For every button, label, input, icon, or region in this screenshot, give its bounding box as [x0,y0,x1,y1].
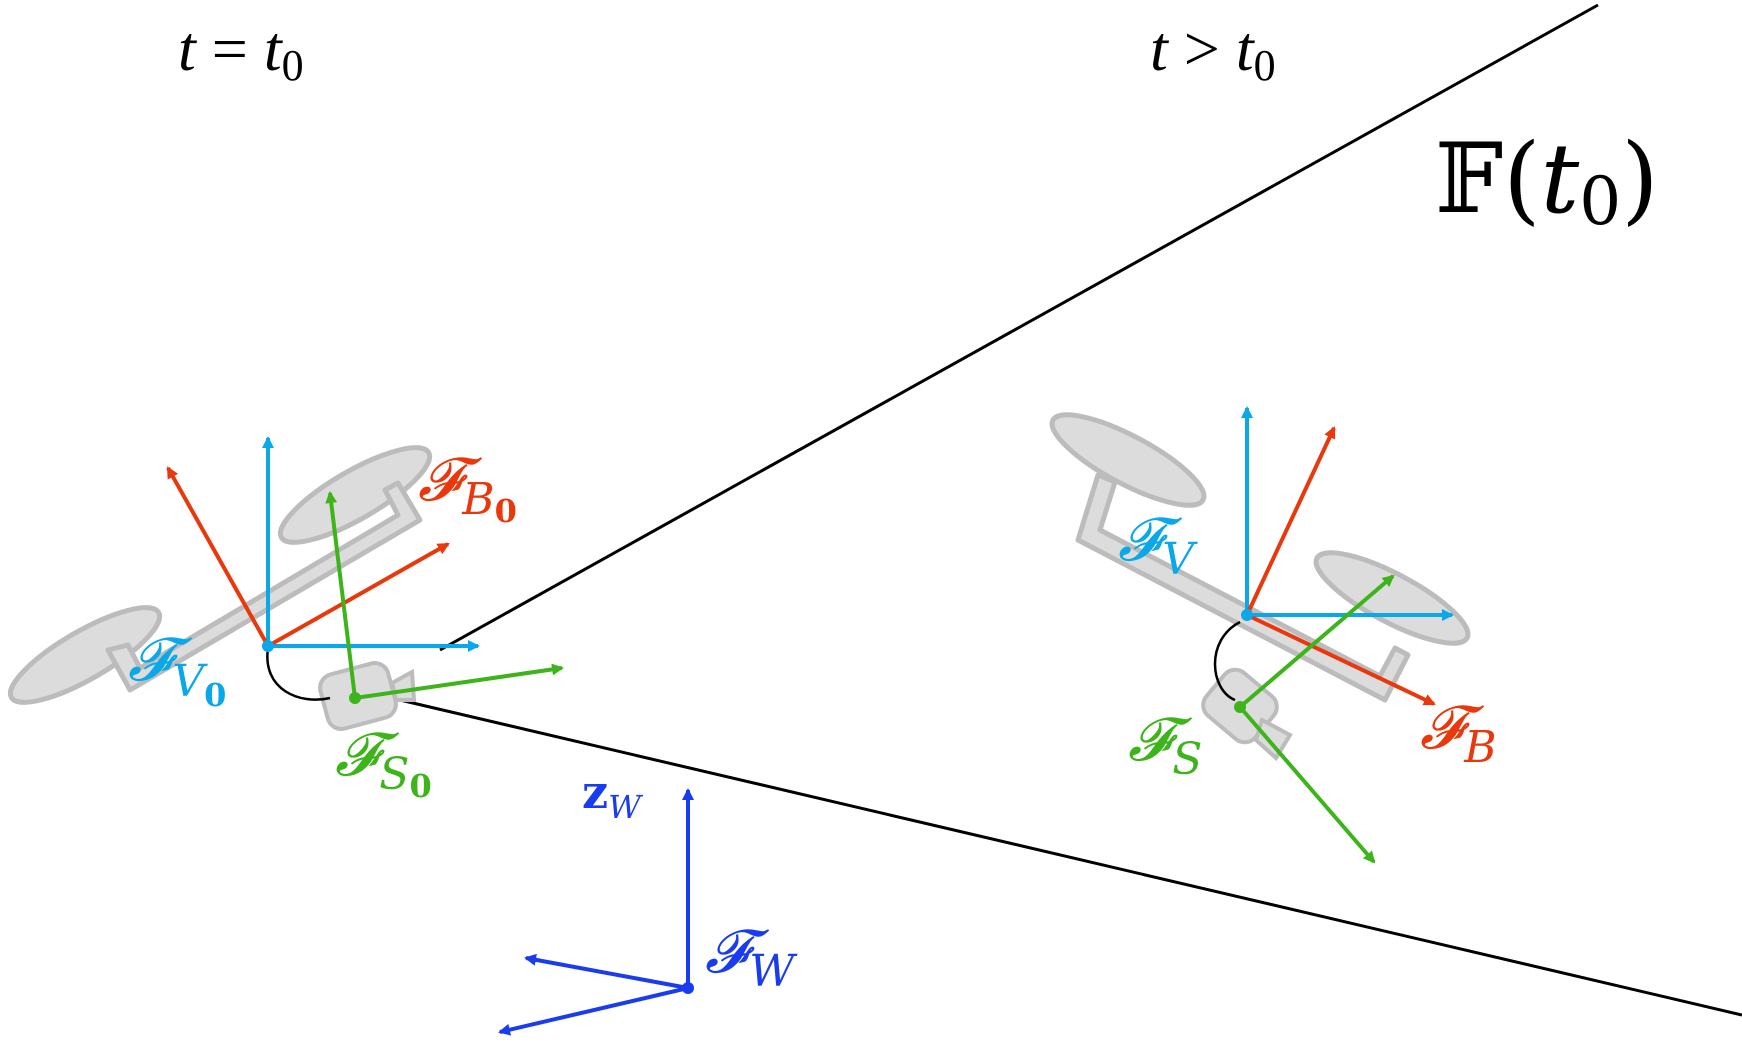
drone-right [1049,406,1471,864]
origin-s0 [349,692,361,704]
label-frame-b0: 𝓕B0 [418,445,517,530]
propeller-left-b [277,445,433,545]
propeller-left-a [7,605,163,705]
propeller-right-b [1313,550,1471,646]
fov-upper-line [439,3,1599,652]
frame-s-axes [1238,574,1395,864]
label-time-right: t > t0 [1150,13,1276,90]
propeller-right-a [1049,412,1207,508]
fov-lower-line [399,698,1742,1017]
label-frame-s0: 𝓕S0 [335,720,432,805]
label-frame-v: 𝓕V [1118,505,1198,585]
camera-left-icon [318,661,417,731]
origin-w [682,982,694,994]
frame-b-axes [1245,426,1436,706]
origin-v0 [262,640,274,652]
extrinsic-arc-right [1213,620,1241,702]
frame-v0-axes [262,436,480,652]
label-frame-w: 𝓕W [705,917,798,997]
field-of-view-lines [399,3,1742,1017]
label-frame-b: 𝓕B [1420,693,1497,773]
label-field-of-view: 𝔽(t0) [1435,123,1659,240]
label-frame-s: 𝓕S [1128,705,1202,785]
origin-v [1241,609,1253,621]
drone-left-body [105,480,423,693]
frame-b0-axes [166,466,450,648]
origin-s [1234,701,1246,713]
extrinsic-arc-left [266,647,331,701]
drone-left [7,436,564,731]
label-axis-zw: zW [582,765,644,826]
label-time-left: t = t0 [178,13,304,90]
frame-s0-axes [325,491,564,700]
frame-w-axes [498,788,694,1036]
